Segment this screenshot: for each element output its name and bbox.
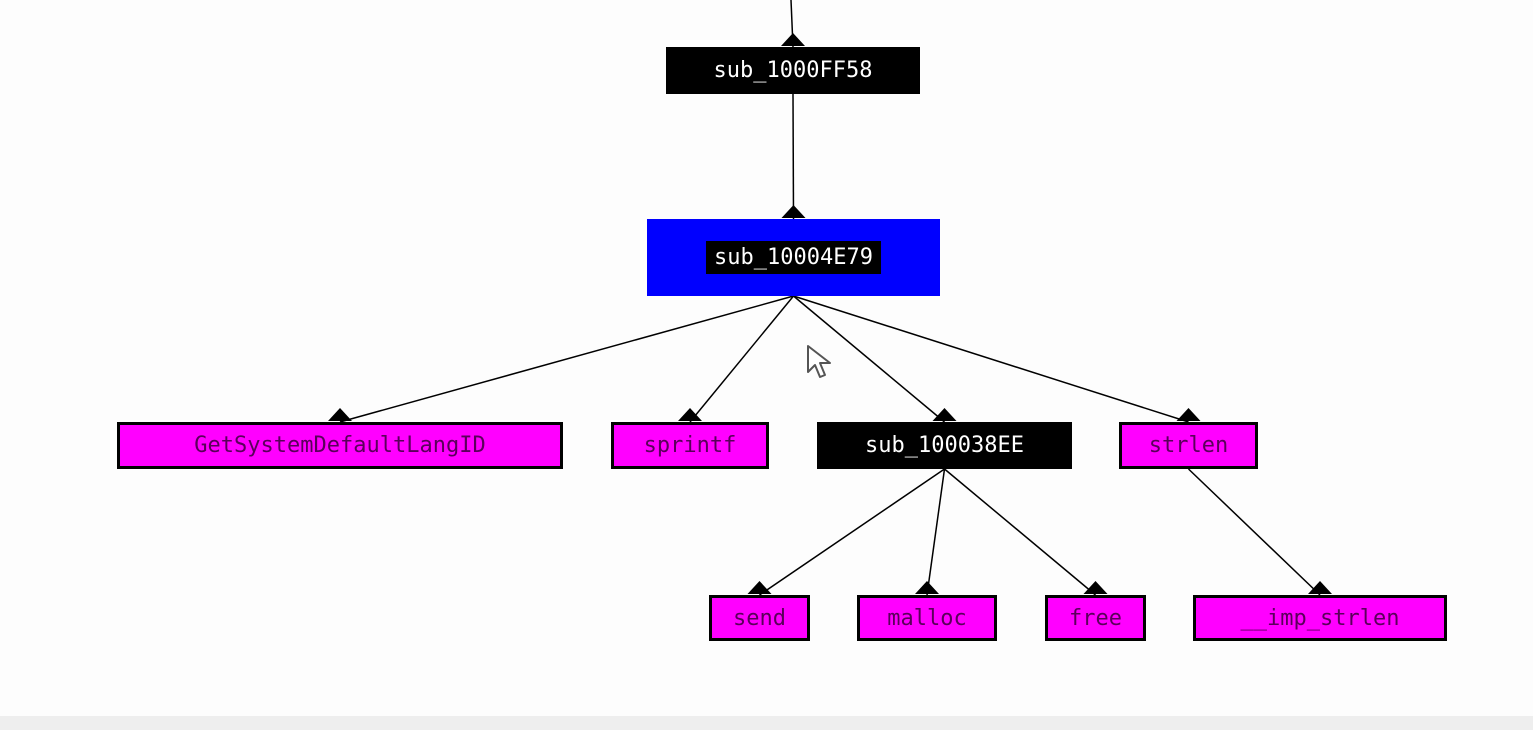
node-send[interactable]: send bbox=[709, 595, 810, 641]
edge-sub_10004E79-to-sub_100038EE bbox=[793, 295, 945, 423]
arrowhead-malloc bbox=[915, 581, 939, 594]
arrowhead-GetSystemDefaultLangID bbox=[328, 408, 352, 421]
arrowhead-strlen bbox=[1176, 408, 1201, 421]
edge-sub_10004E79-to-strlen bbox=[793, 295, 1189, 423]
arrowhead-free bbox=[1083, 581, 1108, 594]
edge-sub_100038EE-to-malloc bbox=[926, 468, 946, 596]
node-strlen[interactable]: strlen bbox=[1119, 422, 1258, 469]
edge-sub_10004E79-to-GetSystemDefaultLangID bbox=[339, 295, 794, 423]
edge-sub_100038EE-to-send bbox=[759, 468, 945, 596]
edge-sub_100038EE-to-free bbox=[944, 468, 1096, 596]
node-sprintf[interactable]: sprintf bbox=[611, 422, 769, 469]
node-sub-100038ee[interactable]: sub_100038EE bbox=[817, 422, 1072, 469]
edge-strlen-to-imp_strlen bbox=[1187, 468, 1321, 596]
node-malloc[interactable]: malloc bbox=[857, 595, 997, 641]
node-getsystemdefaultlangid[interactable]: GetSystemDefaultLangID bbox=[117, 422, 563, 469]
arrowhead-sub_100038EE bbox=[932, 408, 957, 421]
node-sub-10004e79-label: sub_10004E79 bbox=[706, 241, 881, 274]
edge-sub_10004E79-to-sprintf bbox=[689, 295, 795, 423]
arrowhead-sub_1000FF58 bbox=[781, 33, 805, 46]
edge-sub_1000FF58-to-sub_10004E79 bbox=[792, 93, 795, 220]
node-sub-1000ff58[interactable]: sub_1000FF58 bbox=[666, 47, 920, 94]
edges-layer bbox=[328, 0, 1332, 596]
node-free[interactable]: free bbox=[1045, 595, 1146, 641]
arrowhead-sprintf bbox=[678, 408, 702, 421]
arrowhead-send bbox=[747, 581, 772, 594]
node-sub-10004e79-selected[interactable]: sub_10004E79 bbox=[647, 219, 940, 296]
arrowhead-sub_10004E79 bbox=[781, 205, 806, 218]
arrowhead-imp_strlen bbox=[1308, 581, 1332, 594]
node-imp-strlen[interactable]: __imp_strlen bbox=[1193, 595, 1447, 641]
bottom-strip bbox=[0, 716, 1533, 730]
